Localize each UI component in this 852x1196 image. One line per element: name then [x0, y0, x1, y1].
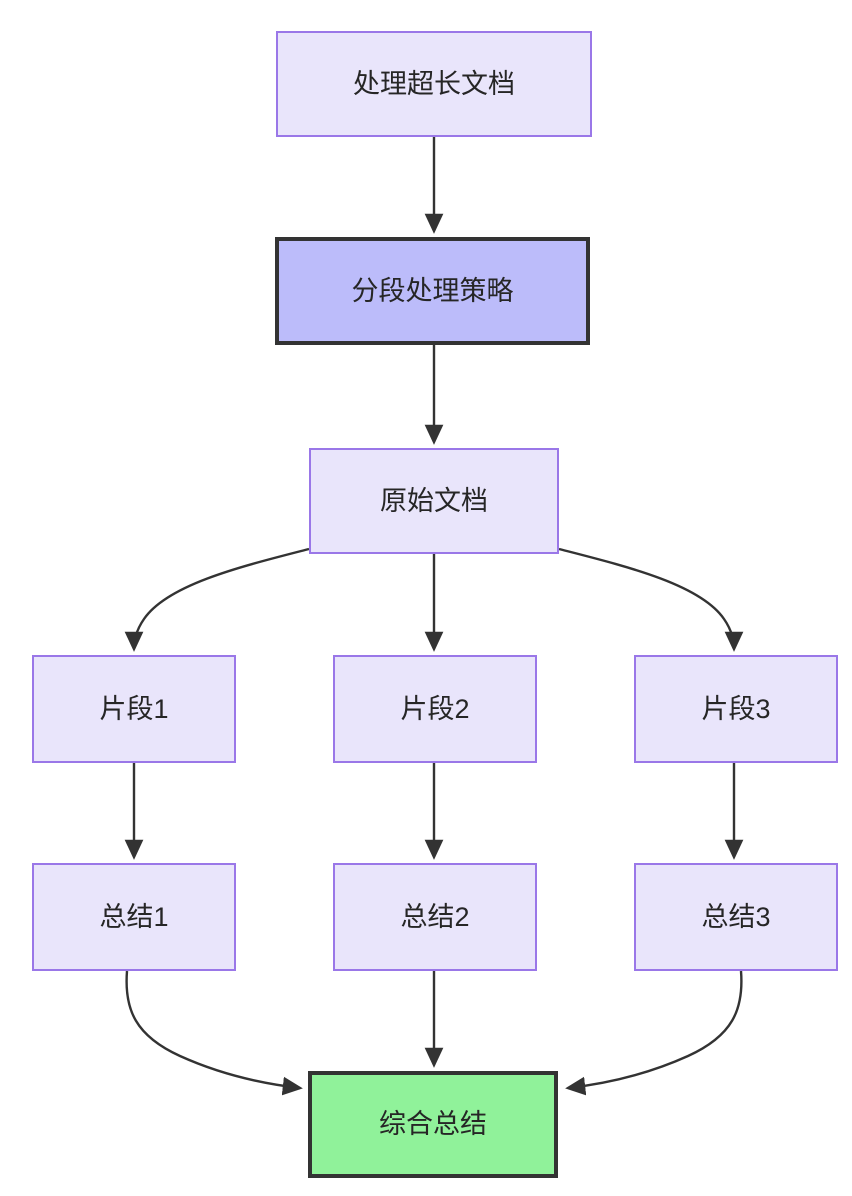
node-label: 原始文档 [380, 485, 488, 516]
node-segment-2[interactable]: 片段2 [333, 655, 537, 763]
node-summary-1[interactable]: 总结1 [32, 863, 236, 971]
node-label: 总结1 [99, 901, 169, 932]
edge-n3-n6 [558, 547, 744, 652]
node-label: 综合总结 [379, 1109, 487, 1140]
node-process-long-document[interactable]: 处理超长文档 [276, 31, 592, 137]
node-summary-2[interactable]: 总结2 [333, 863, 537, 971]
node-summary-3[interactable]: 总结3 [634, 863, 838, 971]
node-label: 分段处理策略 [351, 275, 514, 306]
node-label: 总结2 [400, 901, 470, 932]
node-label: 总结3 [701, 901, 771, 932]
node-segment-1[interactable]: 片段1 [32, 655, 236, 763]
node-label: 片段3 [701, 693, 771, 724]
node-original-document[interactable]: 原始文档 [309, 448, 559, 554]
node-label: 片段1 [99, 693, 169, 724]
node-final-summary[interactable]: 综合总结 [308, 1071, 558, 1178]
node-label: 处理超长文档 [353, 68, 515, 99]
edge-n3-n4 [124, 547, 310, 652]
node-chunking-strategy[interactable]: 分段处理策略 [275, 237, 590, 345]
node-segment-3[interactable]: 片段3 [634, 655, 838, 763]
edge-n9-n10 [565, 970, 743, 1096]
node-label: 片段2 [400, 693, 470, 724]
edge-n7-n10 [125, 970, 303, 1096]
